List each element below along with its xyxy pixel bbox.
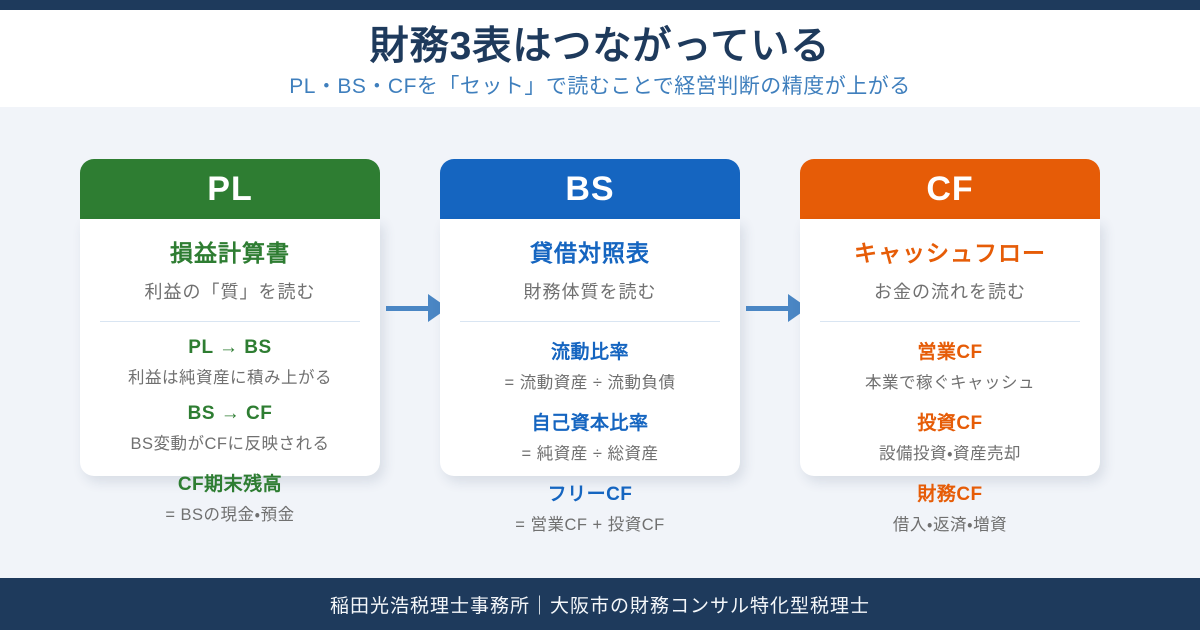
item-label: BS → CF — [187, 403, 273, 424]
item-desc: 借入・返済・増資 — [892, 516, 1008, 534]
footer-text: 稲田光浩税理士事務所｜大阪市の財務コンサル特化型税理士 — [329, 595, 870, 617]
card-pl-header: PL — [80, 159, 380, 219]
card-bs-title: 貸借対照表 — [530, 240, 650, 266]
list-item: 営業CF 本業で稼ぐキャッシュ — [800, 337, 1100, 393]
card-bs-abbr: BS — [565, 169, 615, 208]
item-desc: 利益は純資産に積み上がる — [128, 369, 332, 387]
item-desc: = BSの現金・預金 — [165, 506, 295, 524]
top-accent-bar — [0, 0, 1200, 10]
card-bs-body: 貸借対照表 財務体質を読む 流動比率 = 流動資産 ÷ 流動負債 自己資本比率 … — [440, 219, 740, 534]
list-item: フリーCF = 営業CF + 投資CF — [440, 479, 740, 535]
card-pl: PL 損益計算書 利益の「質」を読む PL → BS 利益は純資産に積み上がる … — [80, 159, 380, 524]
footer: 稲田光浩税理士事務所｜大阪市の財務コンサル特化型税理士 — [0, 578, 1200, 630]
page-title: 財務3表はつながっている — [369, 25, 831, 68]
item-label: 流動比率 — [550, 342, 629, 363]
item-desc: = 流動資産 ÷ 流動負債 — [504, 374, 676, 392]
item-label: 営業CF — [917, 342, 983, 363]
card-bs-tagline: 財務体質を読む — [523, 282, 657, 302]
card-cf-title: キャッシュフロー — [854, 240, 1046, 266]
card-cf-header: CF — [800, 159, 1100, 219]
card-pl-abbr: PL — [207, 169, 253, 208]
arrow-line — [386, 305, 428, 311]
main-canvas: PL 損益計算書 利益の「質」を読む PL → BS 利益は純資産に積み上がる … — [0, 107, 1200, 578]
card-cf-tagline: お金の流れを読む — [874, 282, 1026, 302]
arrow-line — [746, 305, 788, 311]
card-pl-tagline: 利益の「質」を読む — [144, 282, 316, 302]
card-bs-header: BS — [440, 159, 740, 219]
item-desc: = 純資産 ÷ 総資産 — [521, 445, 659, 463]
card-pl-title: 損益計算書 — [170, 240, 290, 266]
page-subtitle: PL・BS・CFを「セット」で読むことで経営判断の精度が上がる — [289, 75, 911, 98]
list-item: BS → CF BS変動がCFに反映される — [80, 403, 380, 454]
item-label: 投資CF — [917, 413, 983, 434]
divider — [820, 321, 1080, 322]
list-item: 自己資本比率 = 純資産 ÷ 総資産 — [440, 408, 740, 464]
list-item: PL → BS 利益は純資産に積み上がる — [80, 337, 380, 388]
list-item: 流動比率 = 流動資産 ÷ 流動負債 — [440, 337, 740, 393]
card-cf-body: キャッシュフロー お金の流れを読む 営業CF 本業で稼ぐキャッシュ 投資CF 設… — [800, 219, 1100, 534]
item-desc: = 営業CF + 投資CF — [515, 516, 665, 534]
card-pl-body: 損益計算書 利益の「質」を読む PL → BS 利益は純資産に積み上がる BS … — [80, 219, 380, 524]
header: 財務3表はつながっている PL・BS・CFを「セット」で読むことで経営判断の精度… — [0, 10, 1200, 107]
list-item: 投資CF 設備投資・資産売却 — [800, 408, 1100, 464]
item-desc: BS変動がCFに反映される — [130, 435, 330, 453]
item-label: 財務CF — [917, 484, 983, 505]
item-label: CF期末残高 — [177, 474, 283, 495]
card-cf: CF キャッシュフロー お金の流れを読む 営業CF 本業で稼ぐキャッシュ 投資C… — [800, 159, 1100, 534]
flow-arrow-bs-to-cf-icon — [746, 294, 808, 322]
item-desc: 設備投資・資産売却 — [878, 445, 1022, 463]
divider — [460, 321, 720, 322]
divider — [100, 321, 360, 322]
item-label: PL → BS — [188, 337, 272, 358]
list-item: CF期末残高 = BSの現金・預金 — [80, 469, 380, 525]
list-item: 財務CF 借入・返済・増資 — [800, 479, 1100, 535]
item-desc: 本業で稼ぐキャッシュ — [865, 374, 1035, 392]
card-bs: BS 貸借対照表 財務体質を読む 流動比率 = 流動資産 ÷ 流動負債 自己資本… — [440, 159, 740, 534]
item-label: フリーCF — [547, 484, 633, 505]
card-cf-abbr: CF — [926, 169, 974, 208]
item-label: 自己資本比率 — [531, 413, 649, 434]
flow-arrow-pl-to-bs-icon — [386, 294, 448, 322]
